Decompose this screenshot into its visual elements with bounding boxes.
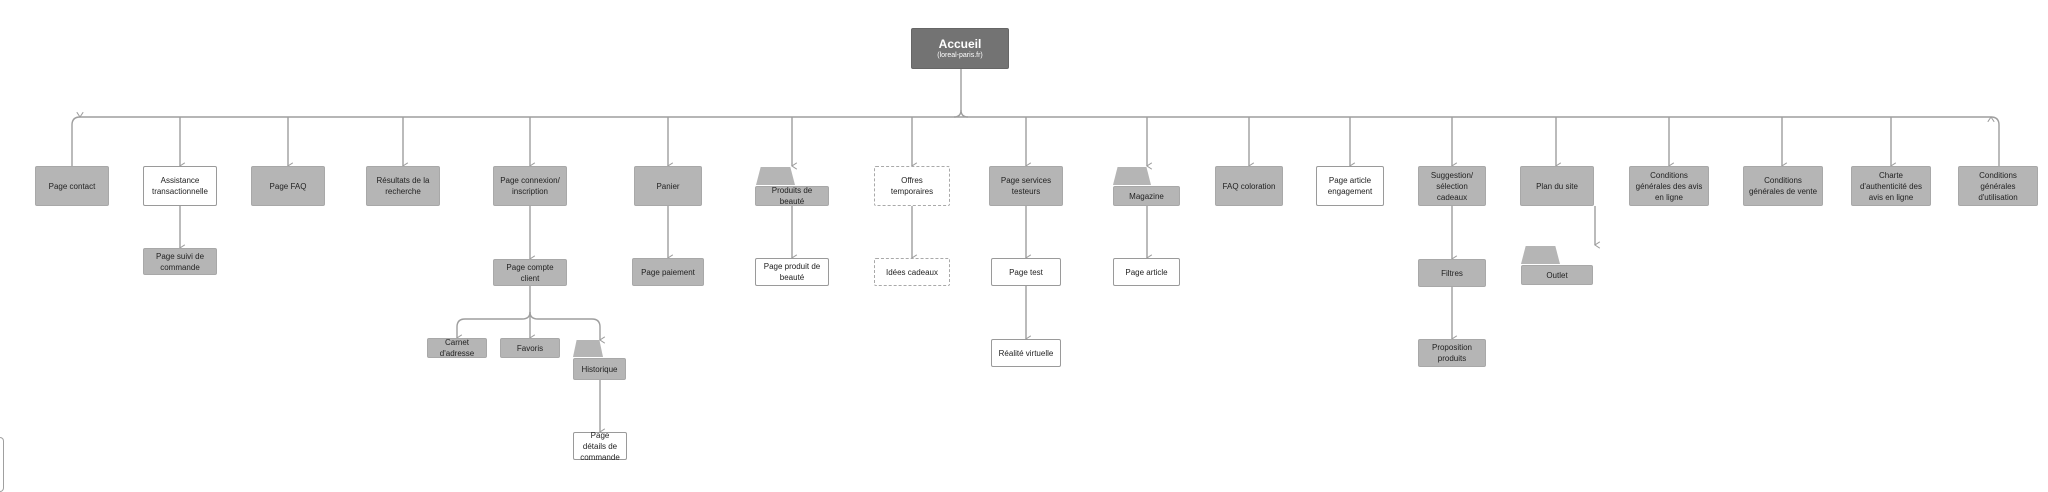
node-filtres[interactable]: Filtres [1418,259,1486,287]
node-resultats[interactable]: Résultats de la recherche [366,166,440,206]
node-accueil[interactable]: Accueil (loreal-paris.fr) [911,28,1009,69]
node-idees-cadeaux[interactable]: Idées cadeaux [874,258,950,286]
node-panier[interactable]: Panier [634,166,702,206]
node-details-commande[interactable]: Page détails de commande [573,431,627,462]
node-services[interactable]: Page services testeurs [989,166,1063,206]
node-cg-vente[interactable]: Conditions générales de vente [1743,166,1823,206]
node-historique[interactable]: Historique [573,358,626,380]
node-cg-utilisation[interactable]: Conditions générales d'utilisation [1958,166,2038,206]
node-produits-beaute[interactable]: Produits de beauté [755,186,829,206]
node-connexion[interactable]: Page connexion/ inscription [493,166,567,206]
node-plan[interactable]: Plan du site [1520,166,1594,206]
node-suggestion[interactable]: Suggestion/ sélection cadeaux [1418,166,1486,206]
node-compte-client[interactable]: Page compte client [493,259,567,286]
node-favoris[interactable]: Favoris [500,338,560,358]
node-offres[interactable]: Offres temporaires [874,166,950,206]
node-realite[interactable]: Réalité virtuelle [991,339,1061,367]
folder-tab-icon [1113,167,1151,185]
node-page-test[interactable]: Page test [991,258,1061,286]
node-accueil-title: Accueil [938,37,982,51]
node-paiement[interactable]: Page paiement [632,258,704,286]
node-assistance[interactable]: Assistance transactionnelle [143,166,217,206]
node-magazine[interactable]: Magazine [1113,186,1180,206]
node-page-faq[interactable]: Page FAQ [251,166,325,206]
node-page-contact[interactable]: Page contact [35,166,109,206]
node-charte[interactable]: Charte d'authenticité des avis en ligne [1851,166,1931,206]
folder-tab-icon [1521,246,1560,264]
node-suivi-commande[interactable]: Page suivi de commande [143,248,217,275]
node-outlet[interactable]: Outlet [1521,265,1593,285]
folder-tab-icon [756,167,795,185]
node-carnet[interactable]: Carnet d'adresse [427,338,487,358]
node-engagement[interactable]: Page article engagement [1316,166,1384,206]
node-produit-page[interactable]: Page produit de beauté [755,258,829,286]
node-cg-avis[interactable]: Conditions générales des avis en ligne [1629,166,1709,206]
folder-tab-icon [573,340,603,357]
node-faq-coloration[interactable]: FAQ coloration [1215,166,1283,206]
node-accueil-subtitle: (loreal-paris.fr) [937,52,983,59]
node-page-article[interactable]: Page article [1113,258,1180,286]
partial-connector [0,437,4,492]
node-proposition[interactable]: Proposition produits [1418,339,1486,367]
